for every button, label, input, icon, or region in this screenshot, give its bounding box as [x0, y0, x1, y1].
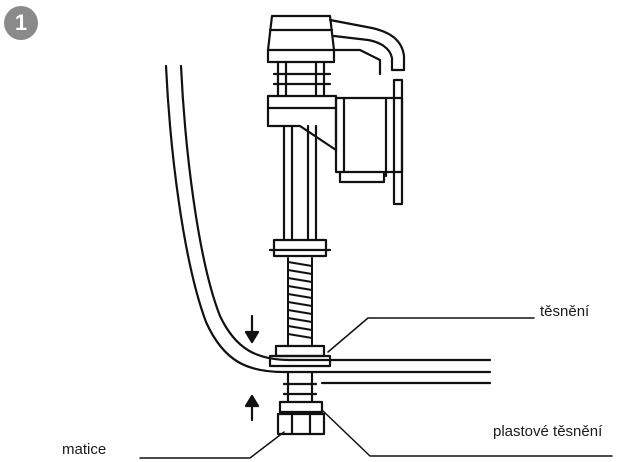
nut-leader	[139, 431, 285, 459]
shank	[282, 370, 318, 404]
gasket-leader	[327, 317, 535, 353]
step-number-badge: 1	[4, 6, 38, 40]
nut	[276, 412, 326, 436]
fill-valve	[266, 14, 406, 258]
arrow-down-icon	[244, 314, 260, 344]
spring	[287, 257, 313, 347]
gasket-label: těsnění	[540, 303, 590, 320]
plastic-gasket	[278, 400, 324, 414]
nut-label: matice	[62, 441, 107, 458]
cistern-wall	[164, 64, 492, 385]
arrow-up-icon	[244, 394, 260, 422]
plastic-gasket-label: plastové těsnění	[493, 423, 603, 440]
plastic-gasket-leader	[321, 409, 613, 457]
gasket	[268, 344, 332, 368]
